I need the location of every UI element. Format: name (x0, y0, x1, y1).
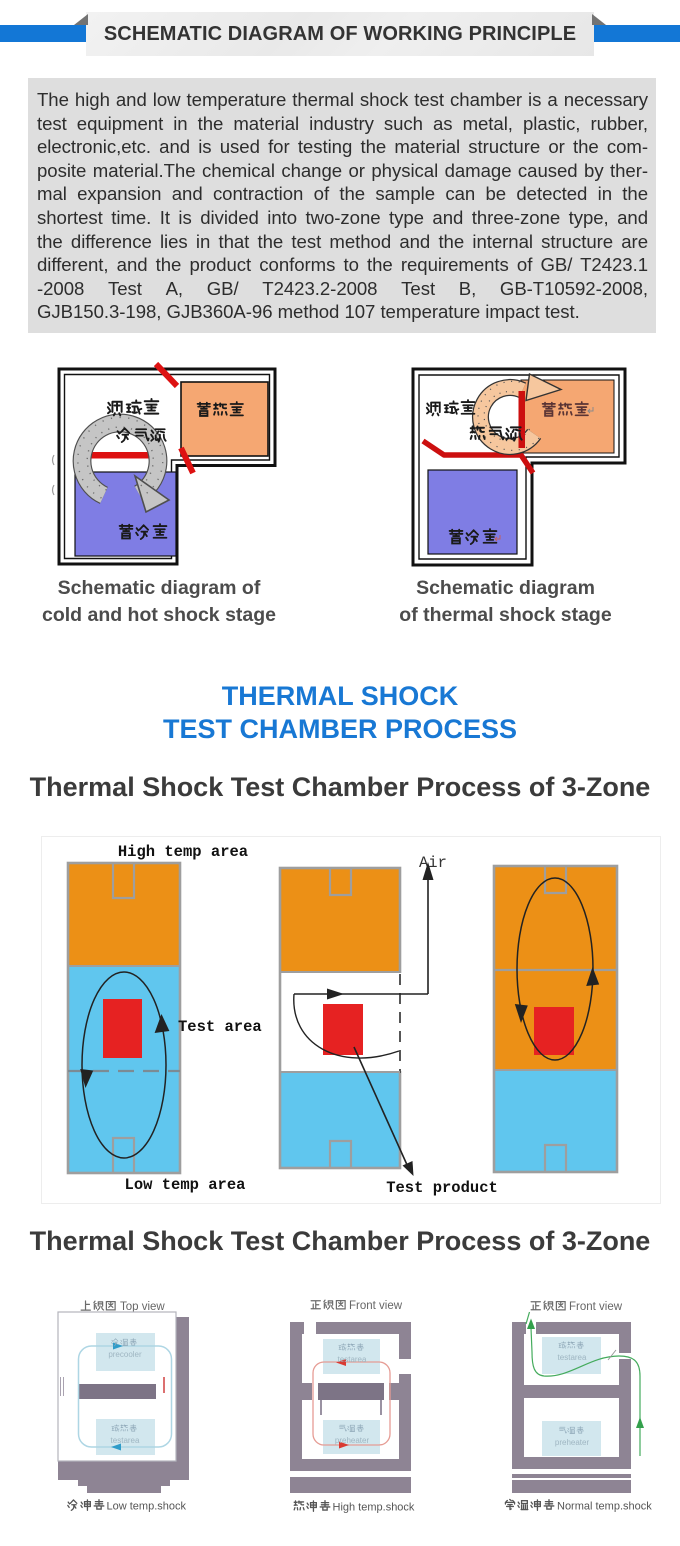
svg-text:precooler: precooler (108, 1350, 142, 1359)
svg-text:High temp area: High temp area (118, 843, 248, 861)
svg-text:Front view: Front view (569, 1301, 623, 1313)
svg-text:Front view: Front view (349, 1300, 403, 1312)
svg-text:High temp.shock: High temp.shock (333, 1502, 415, 1514)
svg-text:testarea: testarea (111, 1436, 140, 1445)
svg-text:Low temp.shock: Low temp.shock (107, 1501, 187, 1513)
svg-text:Normal temp.shock: Normal temp.shock (557, 1501, 652, 1513)
svg-text:testarea: testarea (558, 1353, 587, 1362)
svg-text:Top view: Top view (120, 1301, 165, 1313)
svg-text:Low temp area: Low temp area (125, 1176, 246, 1194)
svg-text:Test product: Test product (386, 1179, 498, 1197)
svg-text:Test area: Test area (178, 1018, 262, 1036)
svg-text:Air: Air (419, 854, 447, 872)
svg-text:preheater: preheater (335, 1436, 370, 1445)
svg-text:testarea: testarea (338, 1355, 367, 1364)
svg-text:preheater: preheater (555, 1438, 590, 1447)
